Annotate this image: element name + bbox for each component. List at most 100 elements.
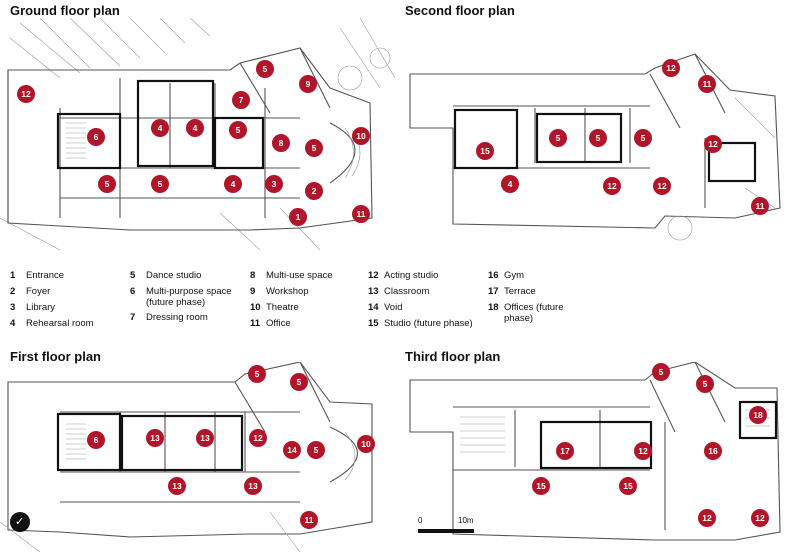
svg-text:5: 5	[641, 133, 646, 143]
marker: 5	[98, 175, 116, 193]
title-third-floor: Third floor plan	[405, 349, 501, 364]
marker: 11	[751, 197, 769, 215]
marker: 5	[248, 365, 266, 383]
marker: 5	[229, 121, 247, 139]
marker: 3	[265, 175, 283, 193]
svg-text:5: 5	[314, 445, 319, 455]
svg-text:4: 4	[508, 179, 513, 189]
marker: 12	[634, 442, 652, 460]
marker: 6	[87, 431, 105, 449]
svg-text:11: 11	[703, 79, 712, 89]
marker: 12	[653, 177, 671, 195]
marker: 4	[224, 175, 242, 193]
svg-text:11: 11	[305, 515, 314, 525]
scale-bar: 0 10m	[418, 516, 478, 538]
third-markers: 5 5 18 17 12 16 15 15 12 12	[532, 363, 769, 527]
marker: 4	[501, 175, 519, 193]
marker: 5	[652, 363, 670, 381]
marker: 10	[352, 127, 370, 145]
title-ground-floor: Ground floor plan	[10, 3, 120, 18]
marker: 5	[290, 373, 308, 391]
marker: 15	[532, 477, 550, 495]
svg-text:8: 8	[279, 138, 284, 148]
svg-text:12: 12	[702, 513, 712, 523]
marker: 12	[249, 429, 267, 447]
marker: 4	[186, 119, 204, 137]
svg-text:18: 18	[753, 410, 763, 420]
svg-text:5: 5	[312, 143, 317, 153]
svg-text:5: 5	[556, 133, 561, 143]
marker: 5	[305, 139, 323, 157]
svg-text:13: 13	[172, 481, 182, 491]
svg-text:7: 7	[239, 95, 244, 105]
scale-bar-line	[418, 529, 474, 533]
marker: 12	[751, 509, 769, 527]
svg-text:12: 12	[253, 433, 263, 443]
svg-text:14: 14	[287, 445, 297, 455]
svg-text:5: 5	[659, 367, 664, 377]
svg-text:3: 3	[272, 179, 277, 189]
marker: 11	[698, 75, 716, 93]
second-floor-plan: 12 11 5 5 5 15 12 4 12 12 11	[405, 18, 795, 248]
svg-text:5: 5	[703, 379, 708, 389]
marker: 1	[289, 208, 307, 226]
marker: 13	[244, 477, 262, 495]
marker: 11	[300, 511, 318, 529]
svg-text:5: 5	[255, 369, 260, 379]
svg-text:15: 15	[623, 481, 633, 491]
svg-text:5: 5	[158, 179, 163, 189]
svg-text:12: 12	[657, 181, 667, 191]
marker: 18	[749, 406, 767, 424]
marker: 10	[357, 435, 375, 453]
svg-text:4: 4	[231, 179, 236, 189]
title-first-floor: First floor plan	[10, 349, 101, 364]
marker: 12	[698, 509, 716, 527]
marker: 13	[146, 429, 164, 447]
svg-text:10: 10	[361, 439, 371, 449]
marker: 5	[589, 129, 607, 147]
marker: 15	[476, 142, 494, 160]
svg-text:16: 16	[708, 446, 718, 456]
north-arrow-icon: ✓	[10, 512, 30, 532]
ground-markers: 12 5 9 7 6 4 4 5 8 5 10 5 5 4 3 2 1 11	[17, 60, 370, 226]
svg-text:6: 6	[94, 132, 99, 142]
marker: 5	[696, 375, 714, 393]
marker: 12	[662, 59, 680, 77]
second-markers: 12 11 5 5 5 15 12 4 12 12 11	[476, 59, 769, 215]
marker: 7	[232, 91, 250, 109]
marker: 17	[556, 442, 574, 460]
svg-text:15: 15	[480, 146, 490, 156]
marker: 5	[634, 129, 652, 147]
svg-text:5: 5	[297, 377, 302, 387]
marker: 4	[151, 119, 169, 137]
svg-text:17: 17	[560, 446, 570, 456]
marker: 12	[17, 85, 35, 103]
marker: 14	[283, 441, 301, 459]
scale-end-label: 10m	[458, 516, 474, 525]
first-floor-plan: 5 5 6 13 13 12 14 5 10 13 13 11	[0, 362, 395, 552]
marker: 15	[619, 477, 637, 495]
svg-text:11: 11	[357, 209, 366, 219]
marker: 5	[151, 175, 169, 193]
marker: 16	[704, 442, 722, 460]
marker: 5	[549, 129, 567, 147]
svg-text:5: 5	[236, 125, 241, 135]
svg-text:6: 6	[94, 435, 99, 445]
third-floor-plan: 5 5 18 17 12 16 15 15 12 12	[405, 362, 795, 552]
title-second-floor: Second floor plan	[405, 3, 515, 18]
svg-text:13: 13	[200, 433, 210, 443]
svg-text:12: 12	[607, 181, 617, 191]
marker: 8	[272, 134, 290, 152]
